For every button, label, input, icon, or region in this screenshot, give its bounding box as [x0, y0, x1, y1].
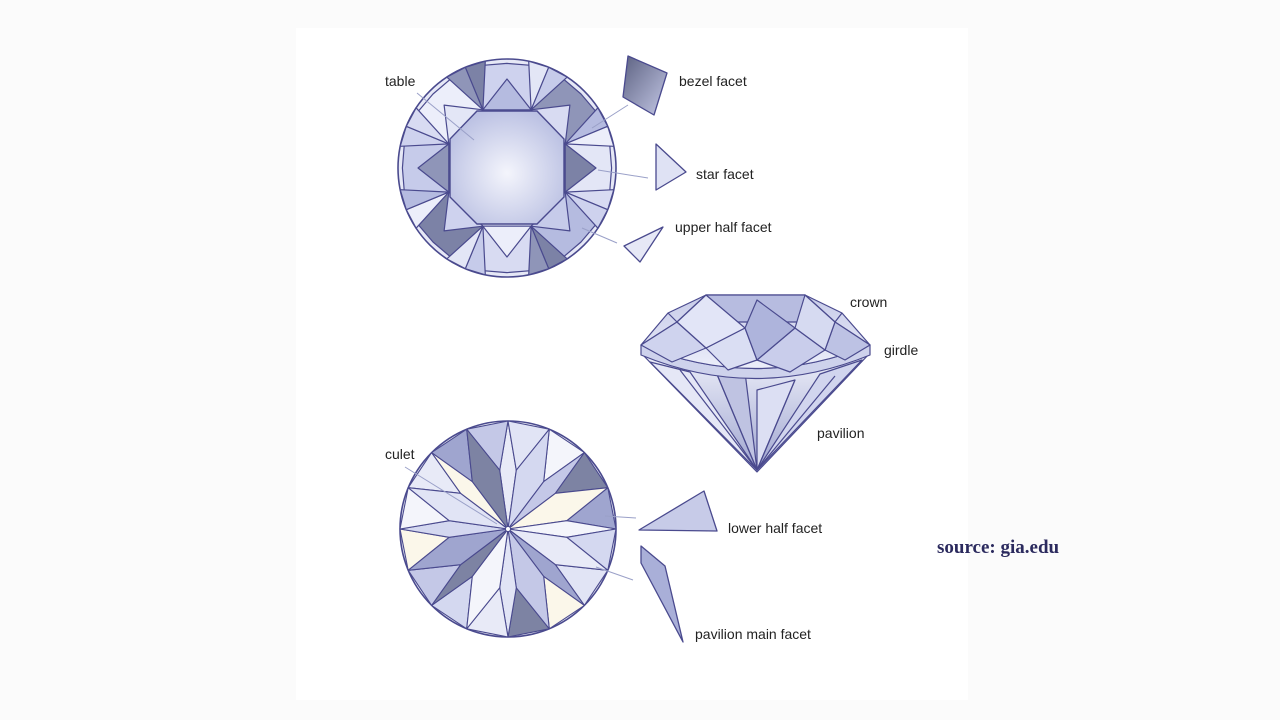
bottom-view-facets [399, 420, 617, 638]
star-facet [482, 225, 532, 258]
culet-point [505, 526, 511, 532]
bezel-facet-sample [622, 55, 668, 116]
label-pavilion: pavilion [817, 425, 865, 441]
label-lower-half-facet: lower half facet [728, 520, 823, 536]
side-view-diamond [640, 294, 871, 473]
label-bezel-facet: bezel facet [679, 73, 747, 89]
star-facet [564, 143, 597, 193]
upper-half-facet [564, 191, 609, 229]
source-credit: source: gia.edu [937, 537, 1060, 558]
upper-half-facet [446, 66, 484, 111]
pavilion-facet [466, 428, 509, 530]
bottom-view-diamond [399, 420, 617, 638]
label-girdle: girdle [884, 342, 919, 358]
top-view-facets [399, 60, 615, 276]
star-facet-sample [655, 143, 687, 191]
star-facet [482, 78, 532, 111]
lower-half-facet-sample [638, 490, 718, 532]
leader-lines [404, 92, 649, 581]
pavilion-main-facet-sample [640, 545, 684, 643]
label-pavilion-main-facet: pavilion main facet [695, 626, 811, 642]
label-culet: culet [385, 446, 415, 462]
label-upper-half-facet: upper half facet [675, 219, 772, 235]
upper-half-facet [399, 189, 450, 211]
top-view-diamond [397, 58, 617, 278]
label-star-facet: star facet [696, 166, 754, 182]
label-crown: crown [850, 294, 888, 310]
upper-half-facet-sample [623, 226, 664, 263]
pavilion-side-left [649, 361, 758, 471]
label-table: table [385, 73, 416, 89]
pavilion-side-right [756, 359, 863, 471]
upper-half-facet [446, 225, 484, 270]
upper-half-facet [564, 125, 615, 147]
upper-half-facet [530, 66, 568, 111]
table-facet [449, 110, 565, 225]
star-facet [417, 143, 450, 193]
upper-half-facet [405, 107, 450, 145]
upper-half-facet [528, 225, 550, 276]
